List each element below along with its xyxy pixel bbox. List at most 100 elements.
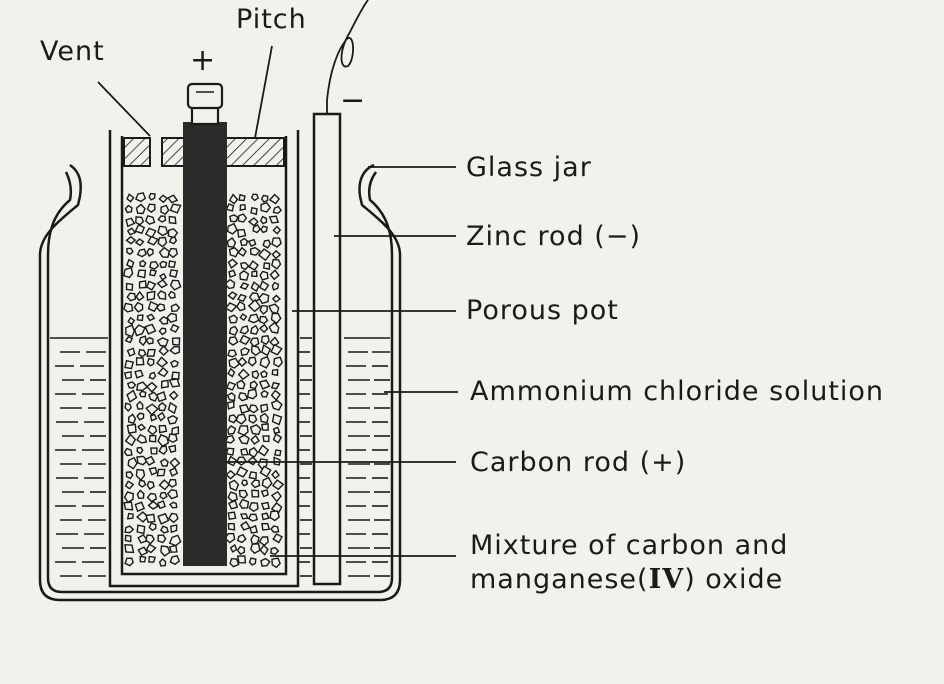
mixture-granule — [227, 491, 239, 502]
mixture-granule — [167, 433, 178, 443]
mixture-granule — [248, 471, 257, 480]
mixture-granule — [157, 225, 169, 237]
mixture-granule — [167, 290, 176, 299]
mixture-granule — [168, 501, 178, 509]
mixture-granule — [126, 292, 137, 302]
mixture-granule — [126, 258, 135, 269]
positive-terminal-sign: + — [190, 43, 216, 78]
mixture-granule — [124, 525, 135, 534]
mixture-granule — [160, 379, 169, 389]
mixture-granule — [124, 402, 132, 413]
label-ammonium-chloride-solution: Ammonium chloride solution — [470, 376, 885, 407]
mixture-granule — [239, 325, 250, 335]
mixture-granule — [133, 301, 144, 313]
mixture-granule — [249, 380, 259, 390]
mixture-granule — [169, 203, 182, 214]
mixture-granule — [160, 204, 170, 215]
mixture-granule — [135, 290, 145, 302]
solution-right — [298, 337, 390, 577]
mixture-granule — [144, 323, 157, 335]
mixture-granule — [272, 533, 283, 544]
mixture-granule — [228, 314, 238, 324]
mixture-granule — [248, 557, 257, 566]
mixture-granule — [136, 248, 147, 258]
mixture-granule — [144, 227, 157, 239]
mixture-granule — [260, 389, 269, 398]
mixture-granule — [247, 313, 260, 324]
mixture-granule — [236, 545, 246, 555]
label-pitch: Pitch — [236, 4, 307, 35]
mixture-granule — [166, 415, 179, 425]
mixture-line2-roman: IV — [648, 564, 685, 595]
carbon-manganese-mixture — [122, 192, 285, 569]
mixture-granule — [261, 512, 270, 521]
mixture-granule — [157, 512, 170, 525]
mixture-granule — [127, 413, 137, 425]
mixture-granule — [149, 268, 158, 277]
mixture-granule — [225, 203, 235, 212]
mixture-granule — [160, 545, 171, 557]
mixture-granule — [125, 217, 136, 228]
mixture-granule — [270, 525, 280, 533]
mixture-granule — [144, 214, 156, 225]
mixture-granule — [240, 347, 251, 356]
mixture-granule — [235, 466, 249, 478]
mixture-granule — [158, 445, 168, 456]
mixture-granule — [240, 520, 251, 531]
mixture-granule — [269, 269, 280, 281]
mixture-granule — [146, 235, 159, 246]
mixture-granule — [250, 434, 260, 445]
mixture-granule — [249, 246, 262, 256]
mixture-granule — [246, 388, 258, 400]
mixture-granule — [168, 534, 182, 547]
mixture-granule — [156, 279, 168, 289]
mixture-granule — [168, 444, 177, 453]
mixture-granule — [239, 313, 248, 322]
mixture-granule — [258, 379, 271, 390]
mixture-granule — [148, 555, 157, 563]
mixture-granule — [271, 249, 282, 260]
mixture-granule — [145, 336, 154, 345]
mixture-granule — [261, 423, 269, 431]
mixture-granule — [248, 501, 259, 513]
mixture-granule — [236, 300, 246, 312]
mixture-granule — [227, 258, 239, 269]
mixture-granule — [123, 491, 135, 504]
mixture-granule — [228, 336, 239, 346]
mixture-granule — [157, 534, 167, 544]
mixture-granule — [148, 434, 157, 443]
mixture-granule — [136, 433, 148, 444]
mixture-granule — [136, 455, 149, 466]
mixture-granule — [135, 468, 146, 482]
mixture-granule — [247, 217, 259, 227]
mixture-granule — [126, 381, 137, 389]
mixture-granule — [158, 424, 168, 434]
mixture-granule — [268, 193, 281, 205]
label-mixture-line2: manganese(IV) oxide — [470, 566, 783, 593]
mixture-granule — [126, 512, 134, 520]
mixture-granule — [126, 347, 136, 357]
mixture-granule — [239, 282, 250, 291]
mixture-granule — [169, 323, 180, 333]
mixture-granule — [238, 434, 250, 445]
mixture-granule — [136, 412, 145, 421]
mixture-granule — [237, 368, 250, 381]
mixture-granule — [145, 513, 156, 523]
mixture-granule — [168, 512, 179, 524]
mixture-granule — [270, 312, 282, 325]
mixture-granule — [146, 247, 154, 258]
mixture-granule — [261, 522, 271, 531]
mixture-granule — [148, 371, 157, 380]
mixture-granule — [167, 401, 178, 415]
mixture-granule — [134, 501, 146, 513]
mixture-granule — [247, 356, 257, 367]
mixture-granule — [158, 327, 167, 336]
mixture-granule — [146, 357, 155, 367]
mixture-granule — [250, 324, 259, 335]
mixture-granule — [170, 524, 178, 534]
mixture-granule — [145, 543, 157, 554]
mixture-granule — [237, 392, 249, 402]
mixture-granule — [250, 543, 261, 555]
mixture-granule — [124, 534, 132, 543]
